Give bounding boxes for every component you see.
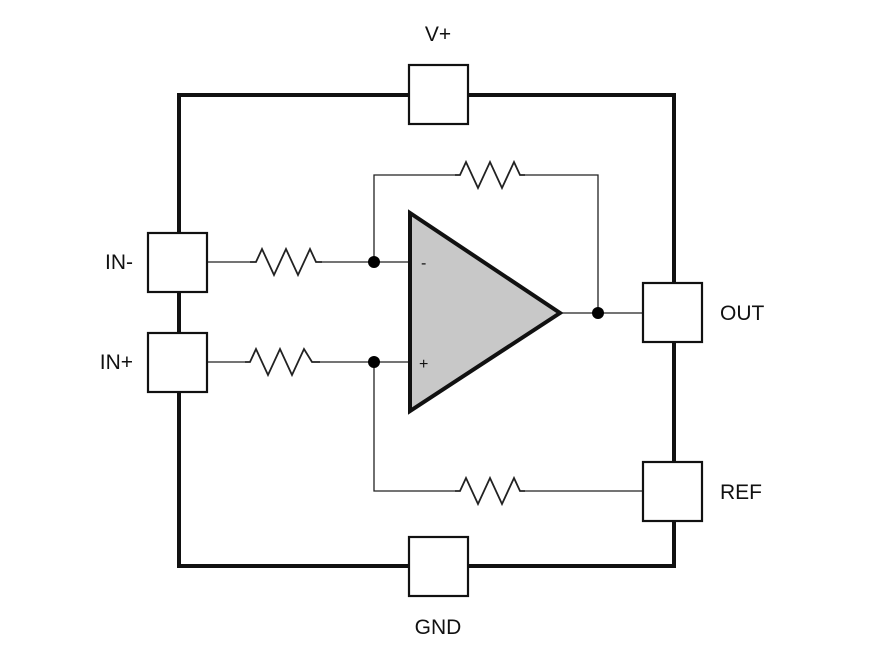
pin-vplus-box <box>407 63 470 126</box>
pin-gnd-label: GND <box>415 616 462 639</box>
node-output <box>592 307 604 319</box>
pin-out-box <box>641 281 704 344</box>
pin-ref-label: REF <box>720 481 762 504</box>
pin-in-plus-label: IN+ <box>100 351 133 374</box>
resistor-in-plus <box>245 346 320 378</box>
pin-ref-box <box>641 460 704 523</box>
resistor-in-minus <box>250 246 322 278</box>
pin-in-minus-box <box>146 231 209 294</box>
wire-feedback <box>373 174 455 262</box>
resistor-reference <box>455 475 525 507</box>
node-in-plus <box>368 356 380 368</box>
wire-feedback-right <box>525 174 599 313</box>
pin-in-plus-box <box>146 331 209 394</box>
pin-gnd-box <box>407 535 470 598</box>
pin-vplus-label: V+ <box>425 23 451 46</box>
resistor-feedback <box>455 159 525 191</box>
pin-out-label: OUT <box>720 302 765 325</box>
wire-reference <box>373 362 455 492</box>
pin-in-minus-label: IN- <box>105 251 133 274</box>
op-amp-triangle <box>408 209 564 415</box>
node-in-minus <box>368 256 380 268</box>
noninverting-input-sign: + <box>419 356 428 373</box>
internal-wiring <box>207 174 643 492</box>
inverting-input-sign: - <box>421 255 426 272</box>
